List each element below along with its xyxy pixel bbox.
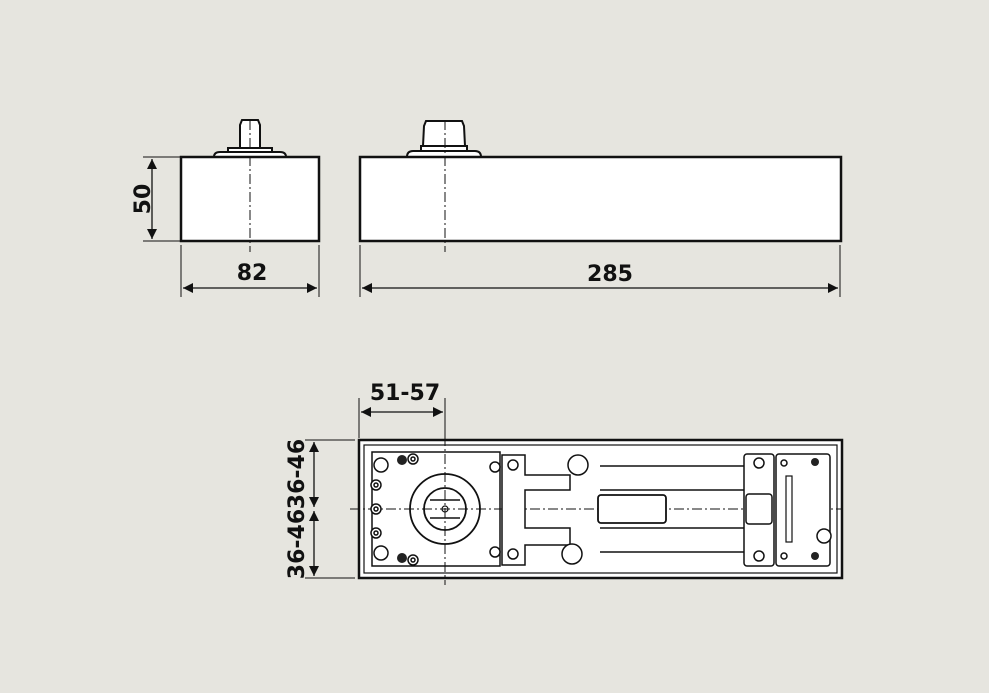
length-label: 285	[587, 262, 633, 287]
upper-offset-label: 36-46	[285, 439, 310, 509]
lower-offset-label: 36-46	[285, 509, 310, 579]
height-label: 50	[131, 184, 156, 215]
width-label: 82	[237, 261, 268, 286]
spindle-offset-label: 51-57	[370, 381, 440, 406]
top-view	[305, 398, 844, 585]
front-view	[358, 120, 843, 297]
side-view	[143, 119, 321, 297]
